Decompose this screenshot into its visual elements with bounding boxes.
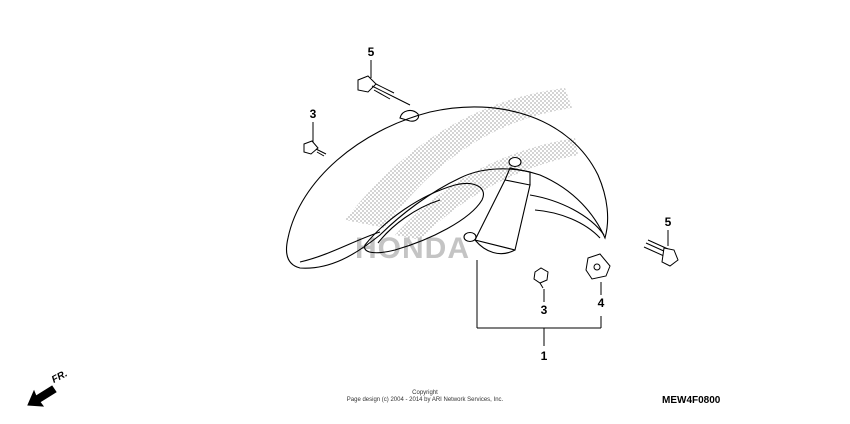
- bolt-right: [643, 239, 679, 267]
- honda-wing-watermark: HONDA: [345, 88, 578, 265]
- callout-3-bottom[interactable]: 3: [540, 303, 548, 317]
- screw-left: [303, 140, 327, 157]
- clip-nut: [585, 253, 611, 280]
- bolt-top: [357, 75, 411, 106]
- callout-1[interactable]: 1: [540, 349, 548, 363]
- diagram-code: MEW4F0800: [662, 395, 721, 406]
- copyright-line-2: Page design (c) 2004 - 2014 by ARI Netwo…: [346, 397, 504, 403]
- screw-bottom: [533, 267, 549, 289]
- callout-5-right[interactable]: 5: [664, 215, 672, 229]
- honda-watermark-text: HONDA: [355, 232, 470, 265]
- front-direction-arrow-icon: [27, 385, 57, 407]
- callout-5-top[interactable]: 5: [367, 45, 375, 59]
- front-fender: [285, 106, 609, 269]
- callout-4[interactable]: 4: [597, 296, 605, 310]
- leader-lines: [312, 60, 669, 346]
- callout-3-left[interactable]: 3: [309, 107, 317, 121]
- copyright-line-1: Copyright: [412, 390, 438, 396]
